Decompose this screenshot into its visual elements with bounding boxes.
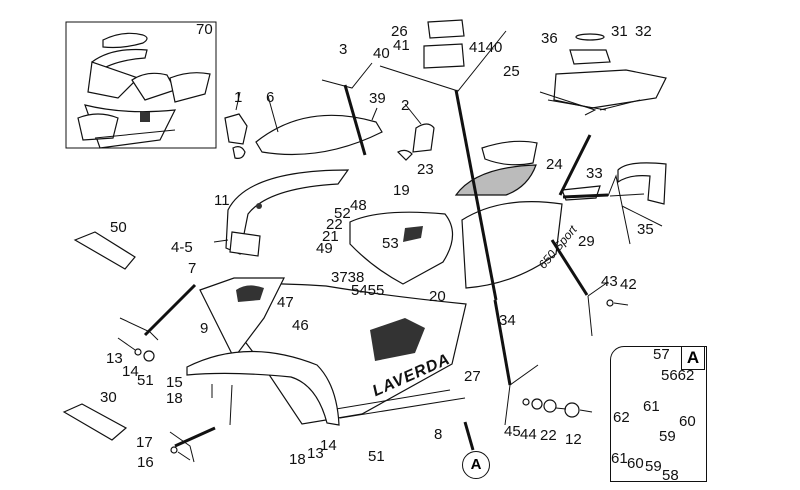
label-70[interactable]: 70 [196, 21, 213, 38]
air-duct-upper [73, 231, 136, 270]
label-26[interactable]: 26 [391, 23, 408, 40]
front-mudguard [186, 350, 340, 426]
label-59-upper[interactable]: 59 [659, 428, 676, 445]
label-9[interactable]: 9 [200, 320, 209, 337]
upper-fairing [213, 169, 350, 257]
side-panel [199, 277, 285, 360]
label-22-lower[interactable]: 22 [540, 427, 557, 444]
fastener-set [522, 398, 593, 418]
label-18-right[interactable]: 18 [289, 451, 306, 468]
label-17[interactable]: 17 [136, 434, 153, 451]
label-31[interactable]: 31 [611, 23, 628, 40]
label-24[interactable]: 24 [546, 156, 563, 173]
label-40[interactable]: 40 [373, 45, 390, 62]
label-34[interactable]: 34 [499, 312, 516, 329]
label-2[interactable]: 2 [401, 97, 410, 114]
label-22-upper[interactable]: 22 [326, 216, 343, 233]
label-6[interactable]: 6 [266, 89, 275, 106]
label-16[interactable]: 16 [137, 454, 154, 471]
assembly-lines [119, 30, 641, 463]
bolt-set-left [117, 337, 155, 362]
label-21[interactable]: 21 [322, 228, 339, 245]
label-45[interactable]: 45 [504, 423, 521, 440]
label-50[interactable]: 50 [110, 219, 127, 236]
label-4-5[interactable]: 4-5 [171, 239, 193, 256]
label-30[interactable]: 30 [100, 389, 117, 406]
label-49[interactable]: 49 [316, 240, 333, 257]
label-1[interactable]: 1 [234, 89, 243, 106]
label-33[interactable]: 33 [586, 165, 603, 182]
label-23[interactable]: 23 [417, 161, 434, 178]
label-13-left[interactable]: 13 [106, 350, 123, 367]
label-32[interactable]: 32 [635, 23, 652, 40]
label-53[interactable]: 53 [382, 235, 399, 252]
label-60-upper[interactable]: 60 [679, 413, 696, 430]
label-59-lower[interactable]: 59 [645, 458, 662, 475]
label-27[interactable]: 27 [464, 368, 481, 385]
bracket [423, 19, 465, 69]
label-3[interactable]: 3 [339, 41, 348, 58]
detail-box-a-tag: A [681, 346, 705, 370]
label-51-right[interactable]: 51 [368, 448, 385, 465]
mirror-right [396, 103, 435, 161]
label-12[interactable]: 12 [565, 431, 582, 448]
label-25[interactable]: 25 [503, 63, 520, 80]
windscreen [255, 95, 383, 156]
callout-circle-a[interactable]: A [462, 451, 490, 479]
bolt-set-lower [170, 446, 191, 461]
label-13-right[interactable]: 13 [307, 445, 324, 462]
label-14-right[interactable]: 14 [320, 437, 337, 454]
label-61-upper[interactable]: 61 [643, 398, 660, 415]
label-18-left[interactable]: 18 [166, 390, 183, 407]
air-duct-lower [62, 403, 128, 441]
label-11[interactable]: 11 [214, 192, 230, 209]
bolt-set-tail [606, 299, 629, 307]
label-57[interactable]: 57 [653, 346, 670, 363]
label-51-left[interactable]: 51 [137, 372, 154, 389]
label-42[interactable]: 42 [620, 276, 637, 293]
label-43[interactable]: 43 [601, 273, 618, 290]
grab-rail [609, 162, 667, 227]
label-39[interactable]: 39 [369, 90, 386, 107]
detail-box-a [610, 346, 707, 482]
label-47[interactable]: 47 [277, 294, 294, 311]
label-46[interactable]: 46 [292, 317, 309, 334]
label-20[interactable]: 20 [429, 288, 446, 305]
label-60-lower[interactable]: 60 [627, 455, 644, 472]
undertray [553, 33, 667, 109]
label-5455[interactable]: 5455 [351, 282, 385, 299]
label-35[interactable]: 35 [637, 221, 654, 238]
label-58[interactable]: 58 [662, 467, 679, 484]
label-52[interactable]: 52 [334, 205, 351, 222]
label-5662[interactable]: 5662 [661, 367, 695, 384]
label-41[interactable]: 41 [393, 37, 410, 54]
mirror-left [224, 91, 248, 159]
label-36[interactable]: 36 [541, 30, 558, 47]
label-48[interactable]: 48 [350, 197, 367, 214]
label-14-left[interactable]: 14 [122, 363, 139, 380]
label-15[interactable]: 15 [166, 374, 183, 391]
label-29[interactable]: 29 [578, 233, 595, 250]
label-7[interactable]: 7 [188, 260, 197, 277]
tank-cover [349, 211, 454, 285]
label-4140[interactable]: 4140 [469, 39, 503, 56]
label-19[interactable]: 19 [393, 182, 410, 199]
label-44[interactable]: 44 [520, 426, 537, 443]
label-62[interactable]: 62 [613, 409, 630, 426]
label-61-lower[interactable]: 61 [611, 450, 628, 467]
label-8[interactable]: 8 [434, 426, 443, 443]
label-3738[interactable]: 3738 [331, 269, 365, 286]
inset-overview [65, 21, 217, 149]
